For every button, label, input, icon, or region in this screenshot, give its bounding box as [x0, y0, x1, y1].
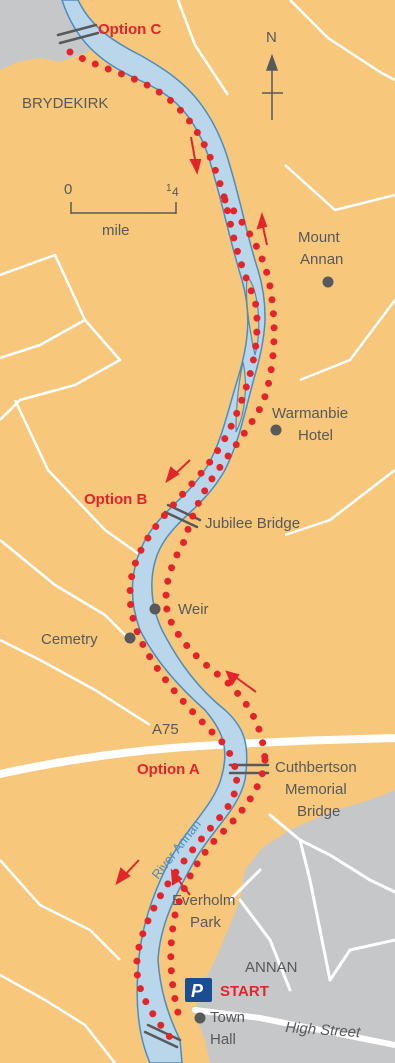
label-cuthbertson-2: Memorial — [285, 781, 347, 798]
a75-road — [0, 734, 395, 779]
river-annan — [61, 0, 266, 1063]
parking-symbol: P — [191, 981, 204, 1001]
label-town-hall-2: Hall — [210, 1031, 236, 1048]
cemetery-marker — [124, 632, 136, 644]
annan-town-area — [195, 790, 395, 1063]
label-warmanbie-2: Hotel — [298, 427, 333, 444]
town-streets — [228, 813, 395, 992]
label-option-a: Option A — [137, 761, 200, 778]
label-weir: Weir — [178, 601, 209, 618]
scale-quarter-num: 1 — [166, 183, 172, 194]
scale-unit: mile — [102, 222, 130, 239]
label-warmanbie-1: Warmanbie — [272, 405, 348, 422]
label-jubilee-bridge: Jubilee Bridge — [205, 515, 300, 532]
label-high-street: High Street — [285, 1019, 362, 1041]
label-a75: A75 — [152, 721, 179, 738]
high-street — [192, 1007, 395, 1048]
compass-label: N — [266, 29, 277, 46]
label-start: START — [220, 983, 269, 1000]
walking-route — [66, 48, 278, 1044]
label-cuthbertson-3: Bridge — [297, 803, 340, 820]
bridge-brydekirk — [56, 23, 100, 45]
scale-quarter-den: 4 — [172, 185, 179, 199]
label-mount-annan-2: Annan — [300, 251, 343, 268]
label-everholm-1: Everholm — [172, 892, 235, 909]
label-brydekirk: BRYDEKIRK — [22, 95, 108, 112]
weir-marker — [149, 603, 161, 615]
label-mount-annan-1: Mount — [298, 229, 341, 246]
north-arrow-icon — [262, 53, 283, 120]
warmanbie-marker — [270, 424, 282, 436]
scale-bar — [70, 202, 177, 214]
town-hall-marker — [194, 1012, 206, 1024]
parking-icon: P — [185, 978, 212, 1002]
label-option-c: Option C — [98, 21, 161, 38]
label-town-hall-1: Town — [210, 1009, 245, 1026]
route-arrows — [115, 136, 268, 896]
label-annan: ANNAN — [245, 959, 298, 976]
mount-annan-marker — [322, 276, 334, 288]
label-cuthbertson-1: Cuthbertson — [275, 759, 357, 776]
label-cemetery: Cemetry — [41, 631, 98, 648]
bridge-town — [143, 1023, 182, 1049]
scale-zero: 0 — [64, 181, 72, 198]
label-everholm-2: Park — [190, 914, 221, 931]
label-option-b: Option B — [84, 491, 147, 508]
